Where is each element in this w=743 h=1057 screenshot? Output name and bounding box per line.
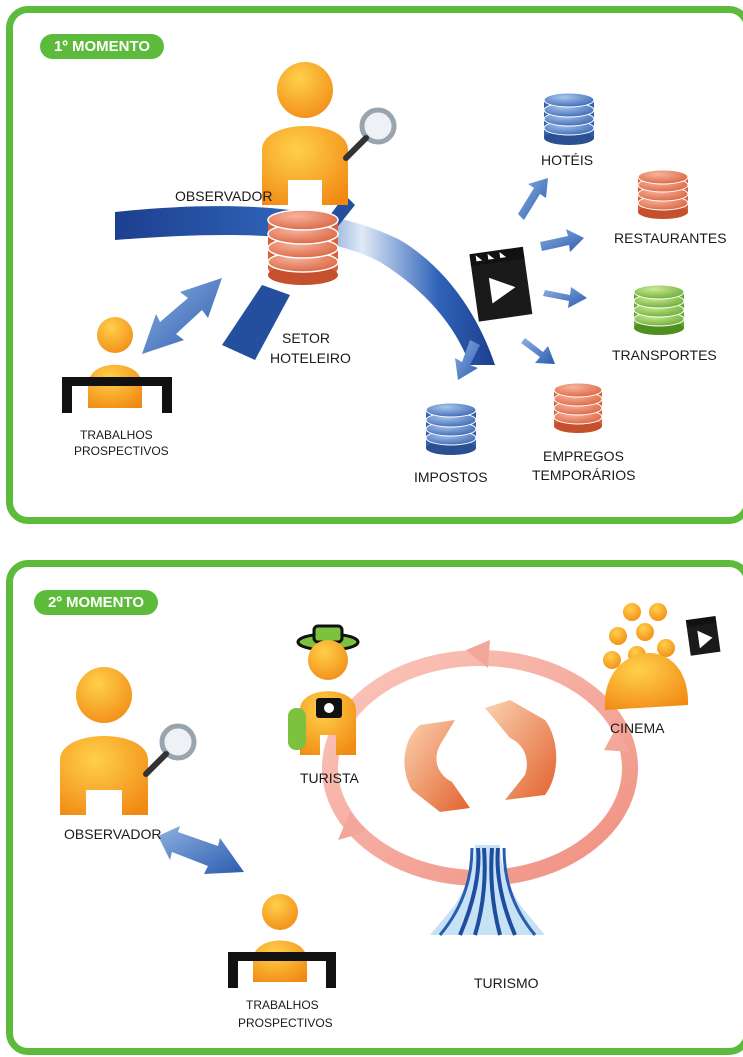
prospective-worker-2-icon — [228, 894, 336, 988]
output-arrows — [518, 178, 587, 364]
observer-person-icon — [262, 62, 348, 205]
moment-2-badge: 2º MOMENTO — [34, 590, 159, 615]
coin-stack-icon — [267, 209, 339, 285]
cycle-ring — [322, 640, 638, 886]
transportes-label: TRANSPORTES — [612, 347, 717, 363]
tower-icon — [430, 845, 545, 936]
prospective-2-label-line2: PROSPECTIVOS — [238, 1016, 333, 1030]
prospective-2-label-line1: TRABALHOS — [246, 998, 319, 1012]
prospective-label-line1: TRABALHOS — [80, 428, 153, 442]
clapperboard-icon — [469, 246, 533, 322]
impostos-coin-icon — [425, 402, 477, 455]
empregos-label-line2: TEMPORÁRIOS — [532, 467, 636, 483]
sector-label-line2: HOTELEIRO — [270, 350, 351, 366]
cycle-arrows-icon — [404, 700, 557, 812]
hoteis-label: HOTÉIS — [541, 152, 594, 168]
magnifier-icon — [343, 107, 397, 161]
restaurantes-coin-icon — [637, 169, 689, 219]
impostos-label: IMPOSTOS — [414, 469, 488, 485]
double-arrow-2-icon — [158, 826, 244, 874]
transportes-coin-icon — [633, 284, 685, 335]
cinema-clapperboard-icon — [685, 615, 721, 656]
observer-2-person-icon — [60, 667, 148, 815]
double-arrow-icon — [142, 278, 222, 354]
magnifier-2-icon — [143, 723, 197, 777]
prospective-worker-icon — [62, 317, 172, 413]
arrow-to-impostos-icon — [455, 340, 480, 380]
tourism-label: TURISMO — [474, 975, 539, 991]
crowd-icon — [603, 603, 689, 710]
moment-1-panel — [6, 6, 743, 524]
sector-label-line1: SETOR — [282, 330, 330, 346]
restaurantes-label: RESTAURANTES — [614, 230, 727, 246]
observer-2-label: OBSERVADOR — [64, 826, 162, 842]
tourist-label: TURISTA — [300, 770, 359, 786]
observer-label: OBSERVADOR — [175, 188, 273, 204]
moment-1-badge: 1º MOMENTO — [40, 34, 165, 59]
hoteis-coin-icon — [543, 92, 595, 145]
tourist-icon — [288, 624, 360, 755]
empregos-coin-icon — [553, 382, 603, 433]
empregos-label-line1: EMPREGOS — [543, 448, 624, 464]
prospective-label-line2: PROSPECTIVOS — [74, 444, 169, 458]
cinema-label: CINEMA — [610, 720, 665, 736]
